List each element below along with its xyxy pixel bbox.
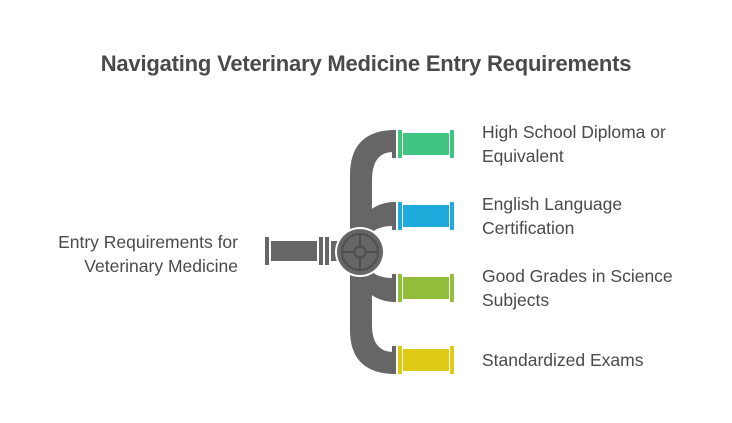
requirement-label-4-line1: Standardized Exams	[482, 350, 644, 370]
output-pipe-2	[392, 202, 454, 230]
output-pipe-4	[392, 346, 454, 374]
output-pipe-3	[392, 274, 454, 302]
page-title: Navigating Veterinary Medicine Entry Req…	[100, 51, 632, 76]
source-label-line2: Veterinary Medicine	[84, 256, 238, 276]
requirement-label-3-line2: Subjects	[482, 290, 550, 310]
source-label: Entry Requirements for Veterinary Medici…	[20, 230, 238, 278]
manifold-pipe	[350, 130, 392, 374]
requirement-label-2-line2: Certification	[482, 218, 575, 238]
requirement-label-2-line1: English Language	[482, 194, 623, 214]
valve-wheel-icon	[335, 227, 385, 277]
requirement-label-1: High School Diploma or Equivalent	[482, 120, 722, 168]
input-pipe	[265, 237, 339, 265]
output-pipe-1	[392, 130, 454, 158]
requirement-label-1-line2: Equivalent	[482, 146, 564, 166]
requirement-label-1-line1: High School Diploma or	[482, 122, 666, 142]
requirement-label-4: Standardized Exams	[482, 348, 722, 372]
requirement-label-3: Good Grades in Science Subjects	[482, 264, 722, 312]
source-label-line1: Entry Requirements for	[58, 232, 238, 252]
requirement-label-3-line1: Good Grades in Science	[482, 266, 673, 286]
requirement-label-2: English Language Certification	[482, 192, 722, 240]
